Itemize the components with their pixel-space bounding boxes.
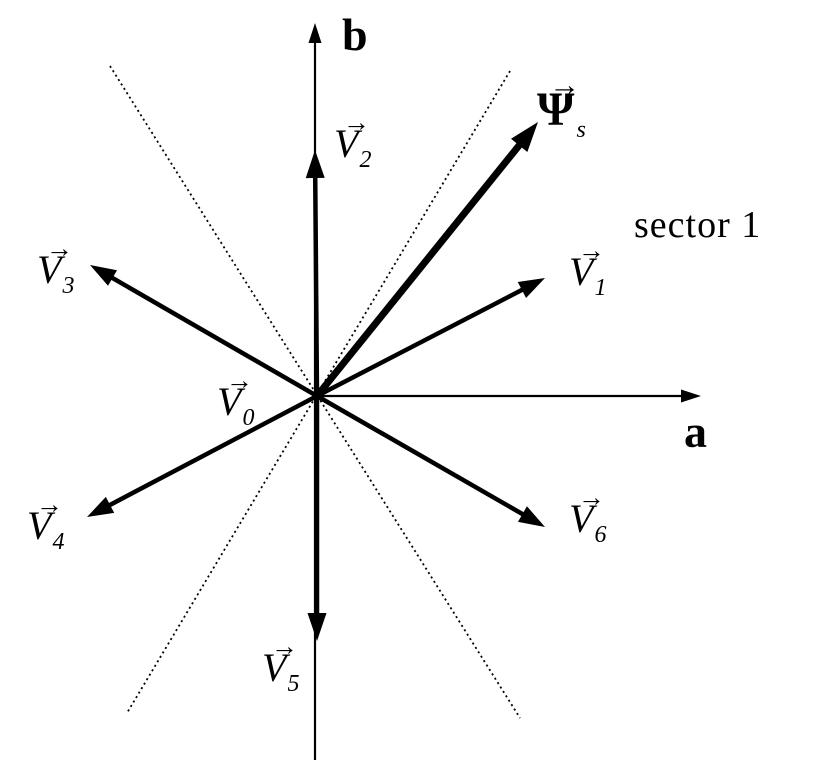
flux-letter: Ψ [537, 83, 575, 136]
b-axis-head [308, 23, 322, 43]
vector-arrow-icon: → [46, 233, 73, 263]
vector-arrow-icon: → [36, 489, 63, 519]
vector-label-v6: →V6 [569, 482, 607, 548]
axis-a-label: a [684, 406, 707, 457]
vector-arrow-icon: → [578, 482, 605, 512]
vector-arrow-icon: → [343, 107, 370, 137]
flux-vector-label: →Ψs [537, 69, 586, 143]
vector-v2-head [305, 150, 325, 179]
vector-v1-head [517, 278, 545, 298]
a-axis-head [681, 389, 701, 403]
vector-arrow-icon: → [578, 235, 605, 265]
vector-label-v1: →V1 [569, 235, 607, 301]
vector-v6-head [517, 506, 545, 527]
vector-label-v4: →V4 [27, 489, 65, 555]
vector-arrow-icon: → [271, 631, 298, 661]
vector-v6-shaft [315, 394, 526, 517]
vector-v3-head [90, 265, 118, 286]
vector-v5-head [307, 613, 327, 641]
flux-vector-head [510, 122, 538, 152]
vector-label-v0: →V0 [217, 365, 255, 431]
vector-v3-shaft [109, 275, 319, 398]
vector-v4-head [87, 496, 115, 517]
vector-label-v5: →V5 [262, 631, 300, 697]
vector-label-v2: →V2 [334, 107, 372, 173]
axis-b-label: b [342, 9, 368, 60]
flux-vector-shaft [314, 141, 524, 399]
sector-1-label: sector 1 [634, 204, 762, 246]
vector-arrow-icon: → [226, 365, 253, 395]
vector-v4-shaft [107, 394, 319, 508]
vector-label-v3: →V3 [37, 233, 75, 299]
vector-v1-shaft [315, 287, 525, 398]
flux-subscript: s [576, 117, 586, 143]
vector-arrow-icon: → [549, 67, 580, 102]
vector-v2-shaft [312, 175, 320, 397]
